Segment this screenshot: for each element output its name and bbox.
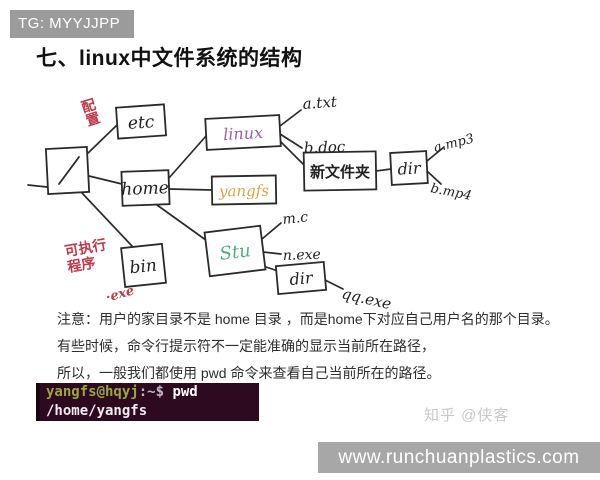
- leaf-label-b-doc: b.doc: [304, 138, 347, 157]
- node-label-yangfs: yangfs: [218, 182, 270, 201]
- leaf-label-b-mp4: b.mp4: [429, 181, 472, 204]
- edge-home-yangfs: [168, 188, 213, 191]
- terminal-command: pwd: [172, 384, 198, 400]
- node-box-yangfs: [210, 174, 278, 206]
- note-line-3: 所以，一般我们都使用 pwd 命令来查看自己当前所在的路径。: [57, 365, 441, 381]
- node-label-dir2: dir: [289, 268, 315, 289]
- terminal-prompt-symbol: :~$: [138, 384, 173, 400]
- zhihu-watermark: 知乎 @侠客: [424, 407, 510, 424]
- edge-root-bin: [81, 192, 133, 247]
- note-line-2: 有些时候，命令行提示符不一定能准确的显示当前所在路径，: [57, 338, 435, 354]
- edge-stu-nexe: [262, 251, 282, 255]
- node-label-dir1: dir: [397, 158, 422, 178]
- node-box-newfolder: [302, 150, 378, 192]
- edge-home-stu: [156, 204, 211, 244]
- terminal-snippet: yangfs@hqyj:~$ pwd /home/yangfs: [36, 383, 259, 421]
- leaf-label-a-txt: a.txt: [302, 93, 338, 113]
- edge-linux-newfolder: [279, 140, 306, 167]
- edge-stu-mc: [261, 222, 282, 240]
- node-box-root: [44, 145, 91, 195]
- root-slash-glyph: [58, 156, 80, 185]
- node-box-home: [120, 169, 171, 207]
- edge-dir2-qqexe: [324, 279, 344, 290]
- terminal-prompt-line: yangfs@hqyj:~$ pwd: [46, 383, 259, 402]
- node-label-home: home: [121, 178, 169, 200]
- telegram-badge: TG: MYYJJPP: [10, 10, 134, 38]
- footer-url-bar: www.runchuanplastics.com: [318, 442, 600, 473]
- node-box-dir2: [274, 260, 328, 296]
- edge-dir1-amp3: [426, 146, 445, 162]
- edge-linux-bdoc: [279, 133, 303, 149]
- node-label-linux: linux: [223, 123, 264, 144]
- edge-home-linux: [168, 135, 207, 179]
- tree-node-boxes: [44, 103, 429, 296]
- note-line-1: 注意：用户的家目录不是 home 目录 ，而是home下对应自己用户名的那个目录…: [57, 311, 559, 327]
- edge-linux-atxt: [279, 109, 302, 127]
- tree-edges: [27, 109, 445, 290]
- node-box-dir1: [389, 150, 429, 186]
- edge-newfolder-dir1: [375, 168, 392, 172]
- node-label-etc: etc: [127, 112, 155, 134]
- edge-root-etc: [85, 124, 118, 156]
- leaf-label-a-mp3: a.mp3: [432, 131, 475, 155]
- note-paragraph: 注意：用户的家目录不是 home 目录 ，而是home下对应自己用户名的那个目录…: [57, 306, 559, 387]
- node-box-linux: [204, 114, 282, 151]
- node-label-newfolder: 新文件夹: [310, 163, 370, 181]
- leaf-label-n-exe: n.exe: [283, 247, 321, 264]
- tree-node-labels: etc home bin linux yangfs Stu dir dir: [121, 112, 422, 289]
- node-label-bin: bin: [129, 256, 158, 279]
- edge-dir1-bmp4: [426, 170, 442, 185]
- node-box-stu: [203, 224, 267, 278]
- page-title: 七、linux中文件系统的结构: [36, 47, 303, 70]
- terminal-output: /home/yangfs: [46, 403, 148, 419]
- leaf-label-m-c: m.c: [282, 209, 309, 228]
- terminal-user-host: yangfs@hqyj: [46, 384, 139, 400]
- node-box-bin: [120, 242, 167, 288]
- node-box-etc: [115, 103, 168, 140]
- edge-root-home: [88, 175, 123, 185]
- node-label-stu: Stu: [218, 240, 251, 265]
